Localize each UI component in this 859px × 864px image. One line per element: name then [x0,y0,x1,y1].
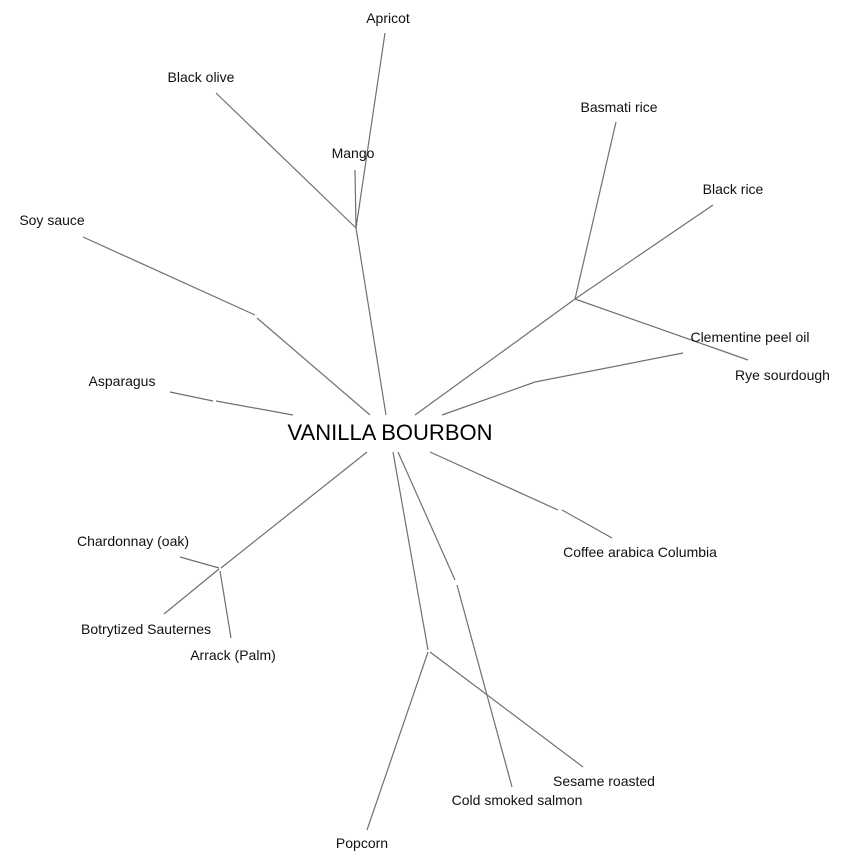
leaf-label-black-rice: Black rice [702,181,764,197]
edge-soy-sauce-inner [256,317,371,416]
edge-popcorn [366,651,429,831]
leaf-label-popcorn: Popcorn [335,835,389,851]
edge-mango [354,169,357,229]
edge-salmon-outer [456,584,513,788]
edge-apricot [355,32,386,229]
edge-top-cluster [355,227,387,416]
edge-botrytized [163,568,220,615]
edge-coffee-outer [561,509,613,539]
leaf-label-botrytized-sauternes: Botrytized Sauternes [81,621,211,637]
edge-salmon-inner [397,451,456,581]
leaf-label-arrack-palm: Arrack (Palm) [190,647,276,663]
leaf-label-soy-sauce: Soy sauce [19,212,85,228]
edge-grain-cluster [414,298,576,416]
edge-sesame [429,651,584,768]
edge-black-olive [215,92,357,229]
edge-wine-cluster [220,451,368,569]
leaf-label-rye-sourdough: Rye sourdough [735,367,830,383]
root-label: VANILLA BOURBON [287,420,493,445]
leaf-label-chardonnay: Chardonnay (oak) [76,533,190,549]
edge-arrack [219,570,232,639]
edge-soy-sauce-outer [82,236,256,316]
leaf-label-cold-smoked-salmon: Cold smoked salmon [451,792,583,808]
edge-asparagus-inner [215,400,294,416]
leaf-label-clementine-peel-oil: Clementine peel oil [690,329,810,345]
leaf-label-basmati-rice: Basmati rice [580,99,658,115]
edge-clementine-inner [441,381,536,416]
leaf-label-asparagus: Asparagus [88,373,156,389]
edge-asparagus-outer [169,391,214,402]
edge-bottom-cluster [392,451,429,651]
edge-clementine-outer [534,352,684,383]
edge-chardonnay [179,556,220,569]
leaf-label-apricot: Apricot [366,10,410,26]
edge-black-rice [574,204,714,300]
leaf-label-mango: Mango [331,145,375,161]
leaf-label-black-olive: Black olive [167,69,235,85]
edge-basmati-rice [574,121,617,300]
edge-coffee-inner [429,451,559,511]
leaf-label-sesame-roasted: Sesame roasted [553,773,655,789]
edge-rye-sourdough [574,298,749,361]
leaf-label-coffee-arabica: Coffee arabica Columbia [563,544,717,560]
